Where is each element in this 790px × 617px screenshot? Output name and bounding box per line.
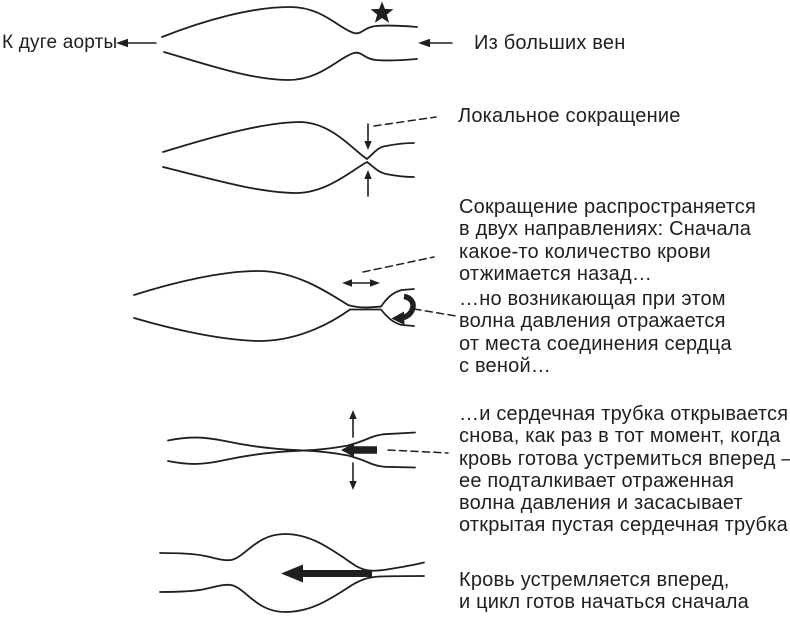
stage-1-left-label: К дуге аорты — [2, 32, 118, 53]
stage-1-right-label: Из больших вен — [474, 32, 626, 54]
leader-line-stage-2 — [373, 116, 437, 127]
stage-4-tube — [167, 431, 416, 469]
opening-arrows-icon — [349, 410, 357, 490]
stage-5-label: Кровь устремляется вперед, и цикл готов … — [459, 569, 749, 614]
stage-3-wave-label: …но возникающая при этом волна давления … — [459, 288, 732, 377]
stage-4-label: …и сердечная трубка открывается снова, к… — [459, 403, 790, 537]
to-aorta-arrow-icon — [116, 38, 157, 48]
stage-3-tube — [133, 270, 415, 342]
stage-1-tube — [161, 6, 418, 81]
stage-2-tube — [162, 121, 415, 194]
reflected-wave-curved-arrow-icon — [391, 293, 416, 325]
backflow-thick-arrow-icon — [341, 443, 377, 457]
leader-line-stage-3-wave — [413, 308, 457, 317]
star-icon — [370, 1, 394, 23]
leader-line-stage-4 — [387, 449, 449, 454]
stage-2-label: Локальное сокращение — [458, 105, 681, 127]
pinch-arrows-icon — [364, 123, 372, 197]
stage-5-tube — [159, 533, 425, 613]
leader-line-stage-3-back — [362, 256, 435, 273]
forward-flow-thick-arrow-icon — [281, 564, 372, 583]
from-veins-arrow-icon — [418, 38, 453, 48]
stage-3-back-label: Сокращение распространяется в двух напра… — [459, 196, 757, 285]
spread-both-ways-arrow-icon — [342, 279, 380, 287]
